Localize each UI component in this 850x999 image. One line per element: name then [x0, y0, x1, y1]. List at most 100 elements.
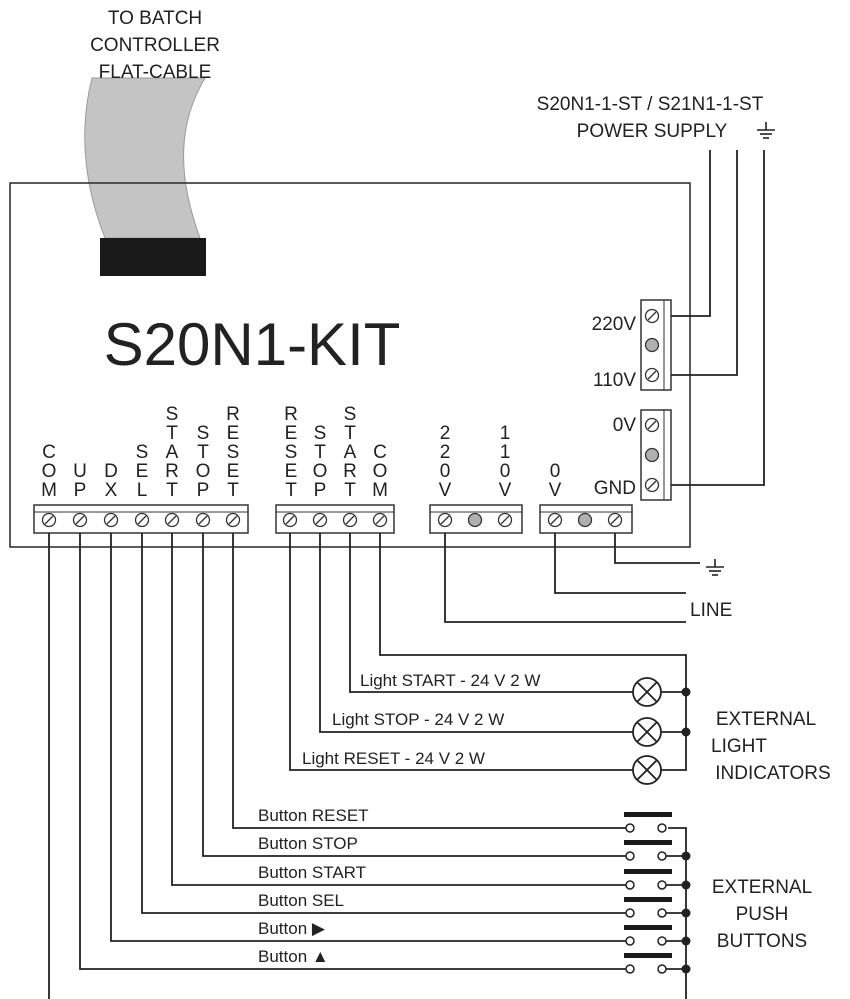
right-label-0v: 0V: [613, 415, 637, 436]
screw-terminal: [342, 512, 358, 528]
screw-terminal: [644, 367, 660, 383]
screw-terminal: [103, 512, 119, 528]
button-group-line2: PUSH: [736, 904, 789, 925]
wire-button-sel: [141, 533, 626, 914]
screw-terminal: [164, 512, 180, 528]
ground-icon: [706, 559, 724, 576]
button-group-line3: BUTTONS: [717, 931, 807, 952]
wire-light-start: [349, 533, 633, 693]
cable-label-line2: CONTROLLER: [90, 35, 220, 56]
wire-button-right: [110, 533, 626, 942]
screw-terminal: [607, 512, 623, 528]
blank-terminal: [644, 337, 660, 353]
junction-dot: [681, 964, 691, 974]
psu-models-label: S20N1-1-ST / S21N1-1-ST: [537, 94, 764, 115]
button-up-label: Button ▲: [258, 947, 329, 966]
wire-button-reset: [232, 533, 626, 829]
lamp-stop-icon: [632, 717, 662, 747]
screw-terminals: [41, 308, 660, 528]
screw-terminal: [644, 308, 660, 324]
lamp-start-icon: [632, 677, 662, 707]
junction-dot: [681, 687, 691, 697]
button-right-label: Button ▶: [258, 919, 326, 938]
wire-ground: [614, 533, 700, 564]
cable-label-line1: TO BATCH: [108, 8, 202, 29]
push-button-icon: [624, 840, 672, 861]
line-label: LINE: [690, 600, 732, 621]
push-button-icon: [624, 925, 672, 946]
lamp-reset-icon: [632, 755, 662, 785]
button-sel-label: Button SEL: [258, 891, 344, 910]
button-group-line1: EXTERNAL: [712, 877, 812, 898]
flat-cable-connector: [100, 238, 206, 276]
screw-terminal: [644, 477, 660, 493]
screw-terminal: [497, 512, 513, 528]
wire-light-stop: [319, 533, 633, 733]
screw-terminal: [195, 512, 211, 528]
wire-line-220v: [444, 533, 686, 623]
light-reset-label: Light RESET - 24 V 2 W: [302, 749, 485, 768]
wire-line-0v: [554, 533, 686, 594]
screw-terminal: [134, 512, 150, 528]
junction-dot: [681, 908, 691, 918]
junction-dot: [681, 936, 691, 946]
wire-light-com: [379, 533, 687, 771]
screw-terminal: [72, 512, 88, 528]
blank-terminal: [467, 512, 483, 528]
button-start-label: Button START: [258, 863, 366, 882]
psu-ground-icon: [757, 122, 775, 139]
junction-dot: [681, 851, 691, 861]
junction-dot: [681, 727, 691, 737]
wire-psu-gnd: [671, 150, 765, 486]
blank-terminal: [577, 512, 593, 528]
right-label-220v: 220V: [592, 314, 637, 335]
module-title: S20N1-KIT: [104, 311, 401, 378]
push-button-icon: [624, 869, 672, 890]
wire-button-stop: [202, 533, 626, 857]
flat-cable: [84, 77, 206, 239]
light-group-line2: LIGHT: [711, 736, 767, 757]
screw-terminal: [225, 512, 241, 528]
cable-label-line3: FLAT-CABLE: [99, 62, 212, 83]
button-stop-label: Button STOP: [258, 834, 358, 853]
wire-button-start: [171, 533, 626, 886]
screw-terminal: [282, 512, 298, 528]
light-group-line3: INDICATORS: [715, 763, 830, 784]
push-button-icon: [624, 953, 672, 974]
button-reset-label: Button RESET: [258, 806, 369, 825]
push-button-icon: [624, 897, 672, 918]
screw-terminal: [372, 512, 388, 528]
wire-button-up: [79, 533, 626, 970]
screw-terminal: [437, 512, 453, 528]
light-group-line1: EXTERNAL: [716, 709, 816, 730]
junction-dot: [681, 880, 691, 890]
screw-terminal: [312, 512, 328, 528]
screw-terminal: [644, 417, 660, 433]
right-label-gnd: GND: [594, 478, 636, 499]
psu-label: POWER SUPPLY: [577, 121, 728, 142]
light-start-label: Light START - 24 V 2 W: [360, 671, 540, 690]
blank-terminal: [644, 447, 660, 463]
wire-psu-220v: [671, 150, 711, 317]
wire-light-reset: [289, 533, 633, 771]
wire-psu-110v: [671, 150, 738, 376]
screw-terminal: [547, 512, 563, 528]
